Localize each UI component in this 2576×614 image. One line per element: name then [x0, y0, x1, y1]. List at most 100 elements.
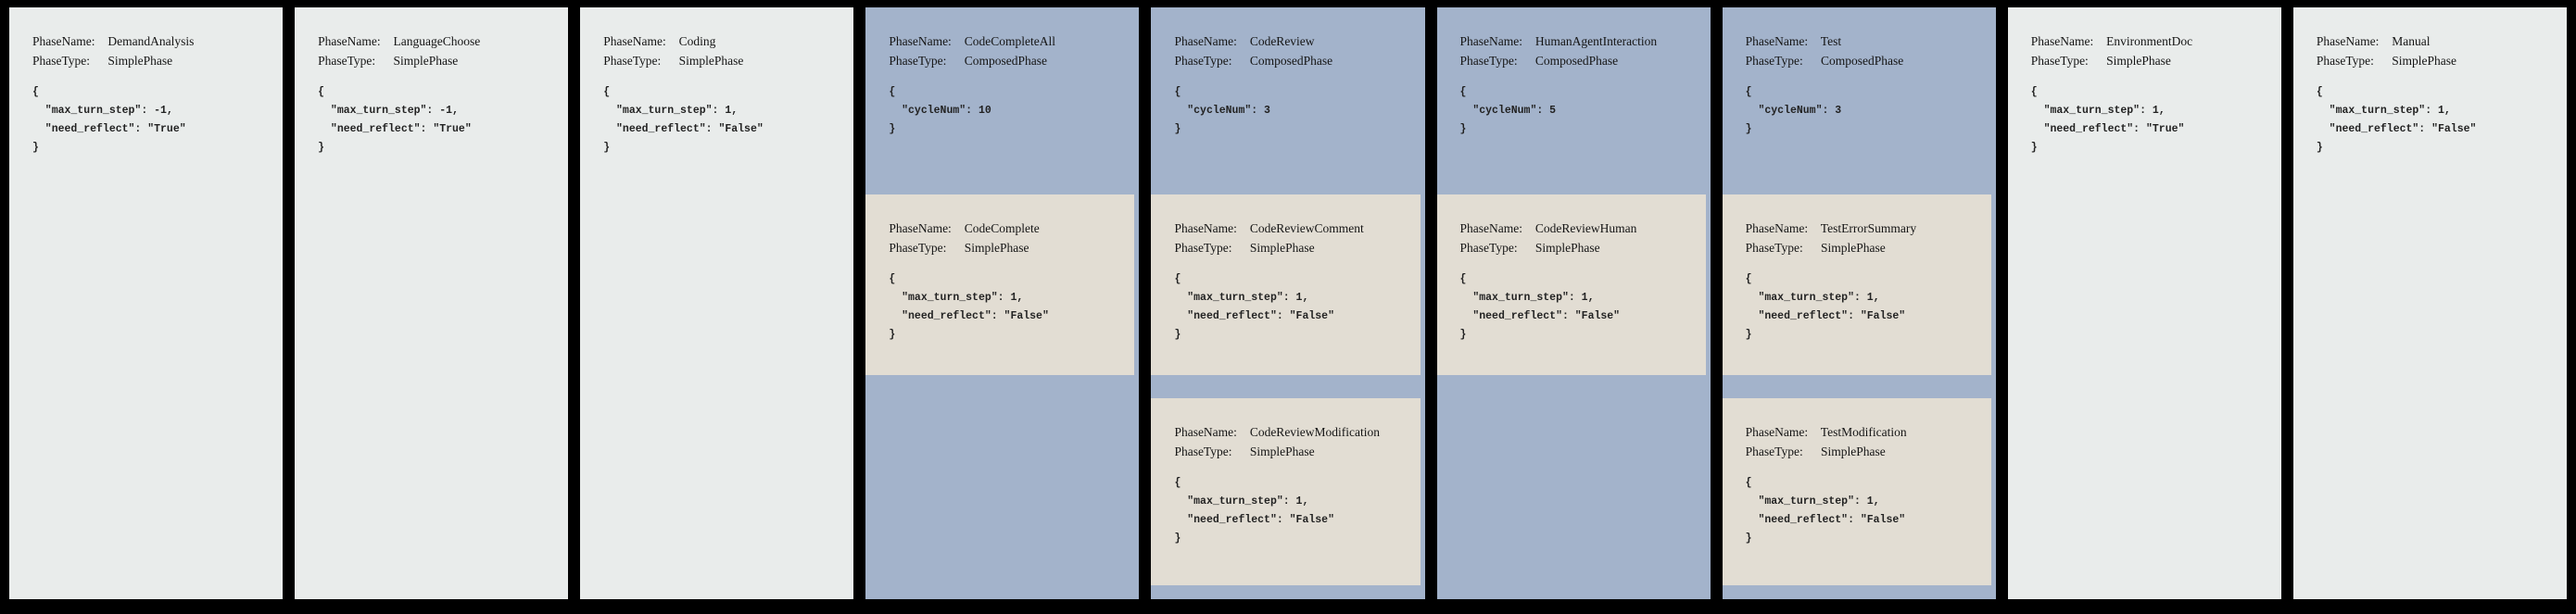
phase-type-label: PhaseType: — [1174, 54, 1232, 68]
phase-name-row: PhaseName: CodeReviewHuman — [1460, 219, 1697, 238]
phase-config-json: { "max_turn_step": 1, "need_reflect": "F… — [603, 86, 764, 154]
phase-config-json: { "max_turn_step": 1, "need_reflect": "F… — [1745, 477, 1906, 545]
phase-name-row: PhaseName: CodeReviewModification — [1174, 422, 1410, 442]
phase-name-label: PhaseName: — [318, 34, 381, 48]
phase-type-label: PhaseType: — [1745, 241, 1803, 255]
phase-name-value: EnvironmentDoc — [2106, 34, 2193, 48]
phase-config-json: { "max_turn_step": 1, "need_reflect": "F… — [1745, 273, 1906, 341]
phase-type-label: PhaseType: — [1745, 445, 1803, 458]
phase-type-row: PhaseType: SimplePhase — [1746, 442, 1982, 461]
sub-phase-block-code-review-modification: PhaseName: CodeReviewModification PhaseT… — [1151, 398, 1421, 585]
phase-name-value: Coding — [678, 34, 716, 48]
composed-phase-filler — [1151, 585, 1424, 599]
phase-type-value: SimplePhase — [393, 54, 459, 68]
phase-config-json: { "max_turn_step": 1, "need_reflect": "F… — [1174, 273, 1334, 341]
phase-block: PhaseName: Manual PhaseType: SimplePhase… — [2293, 7, 2567, 157]
phase-type-row: PhaseType: SimplePhase — [2031, 51, 2272, 70]
phase-type-row: PhaseType: SimplePhase — [1174, 442, 1410, 461]
phase-name-row: PhaseName: TestModification — [1746, 422, 1982, 442]
composed-phase-header: PhaseName: CodeCompleteAll PhaseType: Co… — [865, 7, 1139, 194]
phase-name-row: PhaseName: Coding — [603, 31, 844, 51]
phase-name-label: PhaseName: — [1174, 221, 1237, 235]
phase-type-label: PhaseType: — [889, 54, 947, 68]
phase-name-label: PhaseName: — [1459, 221, 1523, 235]
phase-name-row: PhaseName: LanguageChoose — [318, 31, 559, 51]
phase-type-row: PhaseType: SimplePhase — [1746, 238, 1982, 257]
phase-type-row: PhaseType: SimplePhase — [889, 238, 1125, 257]
composed-phase-header: PhaseName: CodeReview PhaseType: Compose… — [1151, 7, 1424, 194]
phase-name-value: CodeReviewComment — [1249, 221, 1364, 235]
phase-type-row: PhaseType: SimplePhase — [1174, 238, 1410, 257]
phase-name-value: CodeReview — [1249, 34, 1315, 48]
phase-type-label: PhaseType: — [603, 54, 662, 68]
phase-name-value: CodeComplete — [964, 221, 1040, 235]
phase-card-test: PhaseName: Test PhaseType: ComposedPhase… — [1722, 7, 1996, 599]
phase-type-row: PhaseType: SimplePhase — [1460, 238, 1697, 257]
phase-type-value: ComposedPhase — [964, 54, 1047, 68]
phase-type-value: SimplePhase — [678, 54, 744, 68]
phase-type-value: SimplePhase — [1249, 241, 1315, 255]
phase-name-row: PhaseName: CodeReviewComment — [1174, 219, 1410, 238]
composed-phase-header: PhaseName: Test PhaseType: ComposedPhase… — [1723, 7, 1996, 194]
phase-config-json: { "max_turn_step": -1, "need_reflect": "… — [32, 86, 186, 154]
phase-config-json: { "cycleNum": 10 } — [889, 86, 991, 135]
phase-type-value: SimplePhase — [2392, 54, 2456, 68]
phase-name-row: PhaseName: Manual — [2317, 31, 2557, 51]
phase-name-row: PhaseName: TestErrorSummary — [1746, 219, 1982, 238]
phase-card-coding: PhaseName: Coding PhaseType: SimplePhase… — [580, 7, 854, 599]
phase-name-row: PhaseName: CodeCompleteAll — [889, 31, 1130, 51]
phase-type-label: PhaseType: — [1174, 241, 1232, 255]
phase-name-value: HumanAgentInteraction — [1534, 34, 1658, 48]
phase-type-label: PhaseType: — [1174, 445, 1232, 458]
phase-type-row: PhaseType: ComposedPhase — [1174, 51, 1415, 70]
phase-name-value: CodeReviewHuman — [1534, 221, 1637, 235]
phase-type-label: PhaseType: — [1459, 54, 1518, 68]
phase-config-json: { "cycleNum": 3 } — [1174, 86, 1270, 135]
phase-name-row: PhaseName: EnvironmentDoc — [2031, 31, 2272, 51]
phase-block: PhaseName: EnvironmentDoc PhaseType: Sim… — [2008, 7, 2281, 157]
phase-type-value: SimplePhase — [964, 241, 1029, 255]
phase-name-row: PhaseName: CodeComplete — [889, 219, 1125, 238]
phase-name-label: PhaseName: — [1174, 425, 1237, 439]
sub-phase-block-code-review-human: PhaseName: CodeReviewHuman PhaseType: Si… — [1436, 194, 1706, 375]
phase-name-value: LanguageChoose — [393, 34, 481, 48]
phase-type-row: PhaseType: SimplePhase — [32, 51, 273, 70]
phase-config-json: { "cycleNum": 5 } — [1459, 86, 1557, 135]
phase-name-label: PhaseName: — [889, 34, 952, 48]
sub-phase-block-test-modification: PhaseName: TestModification PhaseType: S… — [1722, 398, 1991, 585]
phase-type-value: SimplePhase — [1534, 241, 1600, 255]
phase-card-code-complete-all: PhaseName: CodeCompleteAll PhaseType: Co… — [865, 7, 1140, 599]
phase-name-value: CodeReviewModification — [1249, 425, 1381, 439]
phase-name-label: PhaseName: — [603, 34, 666, 48]
phase-config-json: { "max_turn_step": 1, "need_reflect": "T… — [2030, 86, 2185, 154]
phase-config-json: { "max_turn_step": -1, "need_reflect": "… — [318, 86, 472, 154]
phase-type-value: SimplePhase — [1821, 241, 1886, 255]
composed-phase-header: PhaseName: HumanAgentInteraction PhaseTy… — [1437, 7, 1711, 194]
phase-name-label: PhaseName: — [1745, 425, 1809, 439]
phase-name-label: PhaseName: — [32, 34, 95, 48]
phase-name-label: PhaseName: — [2316, 34, 2380, 48]
phase-type-value: SimplePhase — [1821, 445, 1886, 458]
phase-block: PhaseName: Coding PhaseType: SimplePhase… — [580, 7, 853, 157]
phase-type-label: PhaseType: — [2316, 54, 2374, 68]
phase-config-json: { "max_turn_step": 1, "need_reflect": "F… — [2316, 86, 2477, 154]
phase-type-value: ComposedPhase — [1534, 54, 1619, 68]
phase-type-row: PhaseType: ComposedPhase — [1460, 51, 1701, 70]
phase-block: PhaseName: DemandAnalysis PhaseType: Sim… — [9, 7, 283, 157]
phase-card-language-choose: PhaseName: LanguageChoose PhaseType: Sim… — [295, 7, 569, 599]
phase-name-value: Manual — [2392, 34, 2431, 48]
phase-type-label: PhaseType: — [889, 241, 947, 255]
phase-name-label: PhaseName: — [1459, 34, 1523, 48]
phase-name-value: Test — [1820, 34, 1842, 48]
phase-name-row: PhaseName: DemandAnalysis — [32, 31, 273, 51]
phase-config-json: { "max_turn_step": 1, "need_reflect": "F… — [1459, 273, 1621, 341]
phase-name-label: PhaseName: — [889, 221, 952, 235]
phase-type-value: SimplePhase — [1249, 445, 1315, 458]
sub-phase-block-test-error-summary: PhaseName: TestErrorSummary PhaseType: S… — [1722, 194, 1991, 375]
phase-type-row: PhaseType: SimplePhase — [2317, 51, 2557, 70]
phase-config-json: { "cycleNum": 3 } — [1745, 86, 1842, 135]
phase-config-json: { "max_turn_step": 1, "need_reflect": "F… — [889, 273, 1049, 341]
phase-type-value: SimplePhase — [107, 54, 173, 68]
phase-card-demand-analysis: PhaseName: DemandAnalysis PhaseType: Sim… — [9, 7, 284, 599]
